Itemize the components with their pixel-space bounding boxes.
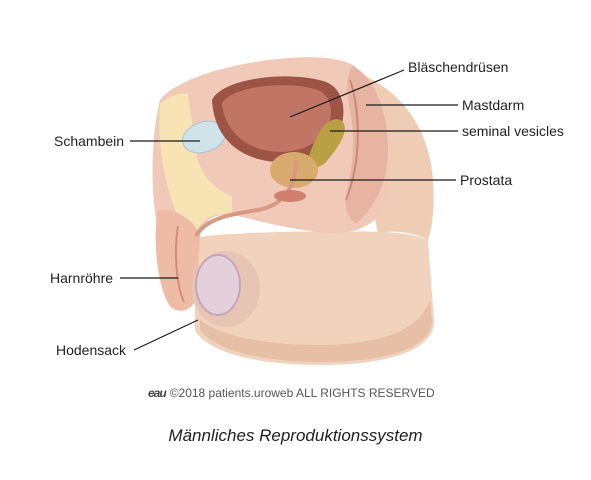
pelvis-base-shadow xyxy=(200,300,432,362)
label-mastdarm: Mastdarm xyxy=(462,97,525,113)
penis xyxy=(155,210,200,311)
copyright-line: eau©2018 patients.uroweb ALL RIGHTS RESE… xyxy=(148,386,435,400)
label-prostata: Prostata xyxy=(460,172,513,188)
pelvis-base xyxy=(195,231,435,365)
label-schambein: Schambein xyxy=(54,133,125,149)
fat-layer xyxy=(159,93,232,237)
urethra-line xyxy=(175,225,185,303)
eau-logo: eau xyxy=(148,386,167,400)
label-harnroehre: Harnröhre xyxy=(50,270,114,286)
testis xyxy=(195,254,241,316)
label-hodensack: Hodensack xyxy=(56,342,127,358)
label-seminal-vesicles: seminal vesicles xyxy=(462,123,564,139)
bulb xyxy=(274,190,306,202)
copyright-text: ©2018 patients.uroweb ALL RIGHTS RESERVE… xyxy=(169,386,435,400)
leader-blaeschendruesen xyxy=(289,69,405,118)
bladder-inner xyxy=(222,85,331,152)
label-blaeschendruesen: Bläschendrüsen xyxy=(408,59,509,75)
leader-hodensack xyxy=(133,319,199,351)
figure-caption: Männliches Reproduktionssystem xyxy=(168,426,423,445)
